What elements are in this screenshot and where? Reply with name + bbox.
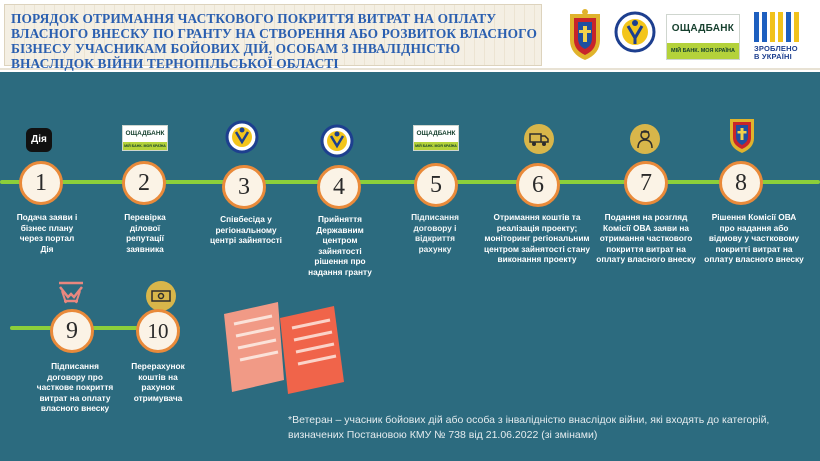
bank-slogan: МІЙ БАНК. МОЯ КРАЇНА [667,43,739,59]
timeline-line-top [0,180,820,184]
step-2-label: Перевірка ділової репутації заявника [124,212,166,254]
mini-bank-slogan: МІЙ БАНК. МОЯ КРАЇНА [123,142,167,150]
step-5-label: Підписання договору і відкриття рахунку [411,212,459,254]
made-in-ukraine-logo: ЗРОБЛЕНО В УКРАЇНІ [750,12,806,64]
ternopil-coat-of-arms-logo [566,8,604,66]
step-8-circle: 8 [719,161,763,205]
veteran-icon [630,124,660,154]
step-6-circle: 6 [516,163,560,207]
made-line-2: В УКРАЇНІ [754,52,792,61]
step-5-circle: 5 [414,163,458,207]
ternopil-coat-icon [727,114,757,159]
made-in-ukraine-stripes [750,12,806,42]
step-3-circle: 3 [222,165,266,209]
bank-name: ОЩАДБАНК [667,15,739,43]
page-title: Порядок отримання часткового покриття ви… [11,11,537,71]
truck-icon [524,124,554,154]
step-7-circle: 7 [624,161,668,205]
employment-service-icon [320,124,354,163]
open-book-illustration [214,296,354,401]
employment-service-logo [614,8,656,66]
title-box: Порядок отримання часткового покриття ви… [4,4,542,71]
step-4-label: Прийняття Державним центром зайнятості р… [308,214,372,277]
employment-service-icon [225,120,259,159]
step-10-label: Перерахунок коштів на рахунок отримувача [131,361,185,403]
step-7-label: Подання на розгляд Комісії ОВА заяви на … [596,212,696,264]
footnote: *Ветеран – учасник бойових дій або особа… [288,414,770,441]
timeline-line-bottom [10,326,180,330]
step-1-circle: 1 [19,161,63,205]
oschadbank-icon: ОЩАДБАНК МІЙ БАНК. МОЯ КРАЇНА [413,125,459,151]
step-3-label: Співбесіда у регіональному центрі зайнят… [210,214,282,245]
mini-bank-name: ОЩАДБАНК [125,130,165,137]
handshake-icon [56,279,86,307]
step-10-circle: 10 [136,309,180,353]
mini-bank-name: ОЩАДБАНК [416,130,456,137]
step-6-label: Отримання коштів та реалізація проекту; … [484,212,590,264]
made-line-1: ЗРОБЛЕНО [754,44,798,53]
step-2-circle: 2 [122,161,166,205]
step-4-circle: 4 [317,165,361,209]
step-9-circle: 9 [50,309,94,353]
dia-app-icon: Дія [26,128,52,152]
step-8-label: Рішення Комісії ОВА про надання або відм… [704,212,804,264]
step-1-label: Подача заяви і бізнес плану через портал… [16,212,78,254]
made-in-ukraine-text: ЗРОБЛЕНО В УКРАЇНІ [750,45,806,61]
step-9-label: Підписання договору про часткове покритт… [36,361,114,413]
oschadbank-icon: ОЩАДБАНК МІЙ БАНК. МОЯ КРАЇНА [122,125,168,151]
oschadbank-logo: ОЩАДБАНК МІЙ БАНК. МОЯ КРАЇНА [666,14,740,60]
mini-bank-slogan: МІЙ БАНК. МОЯ КРАЇНА [414,142,458,150]
money-icon [146,281,176,311]
header: Порядок отримання часткового покриття ви… [0,0,820,71]
